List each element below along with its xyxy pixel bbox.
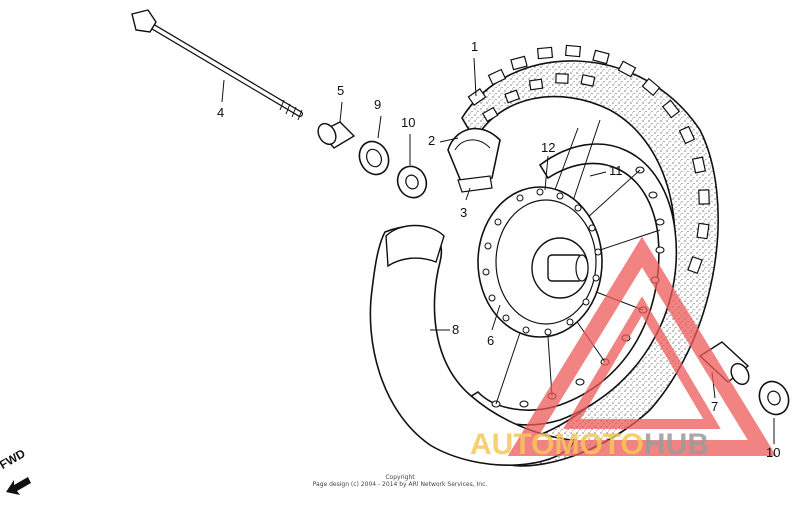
bearing-upper bbox=[396, 165, 428, 199]
callout-10-upper: 10 bbox=[401, 115, 416, 130]
watermark-triangle bbox=[507, 236, 777, 456]
callout-12: 12 bbox=[541, 140, 556, 155]
callout-6: 6 bbox=[487, 333, 495, 348]
bearing-lower bbox=[758, 380, 790, 416]
callout-1: 1 bbox=[471, 39, 479, 54]
copyright-line-1: Copyright bbox=[385, 474, 415, 481]
callout-3: 3 bbox=[460, 205, 468, 220]
callout-7: 7 bbox=[711, 399, 719, 414]
axle bbox=[131, 9, 303, 121]
copyright-line-2: Page design (c) 2004 - 2014 by ARI Netwo… bbox=[312, 481, 488, 488]
callout-10-lower: 10 bbox=[766, 445, 781, 460]
tire bbox=[447, 44, 719, 467]
leader-lines bbox=[221, 57, 775, 444]
callout-8: 8 bbox=[452, 322, 460, 337]
callout-9: 9 bbox=[374, 97, 382, 112]
callout-4: 4 bbox=[217, 105, 225, 120]
dust-seal bbox=[358, 140, 390, 176]
watermark-text-part1: AUTOMOTO bbox=[470, 428, 644, 461]
watermark-logo: AUTOMOTOHUB bbox=[470, 428, 709, 462]
callout-2: 2 bbox=[428, 133, 436, 148]
watermark-text-part2: HUB bbox=[643, 428, 709, 461]
callout-11: 11 bbox=[609, 163, 623, 178]
spacer-collar bbox=[317, 121, 356, 149]
forward-arrow-icon bbox=[6, 477, 31, 495]
callout-5: 5 bbox=[337, 83, 345, 98]
hub bbox=[477, 186, 603, 338]
copyright-notice: Copyright Page design (c) 2004 - 2014 by… bbox=[300, 474, 500, 488]
